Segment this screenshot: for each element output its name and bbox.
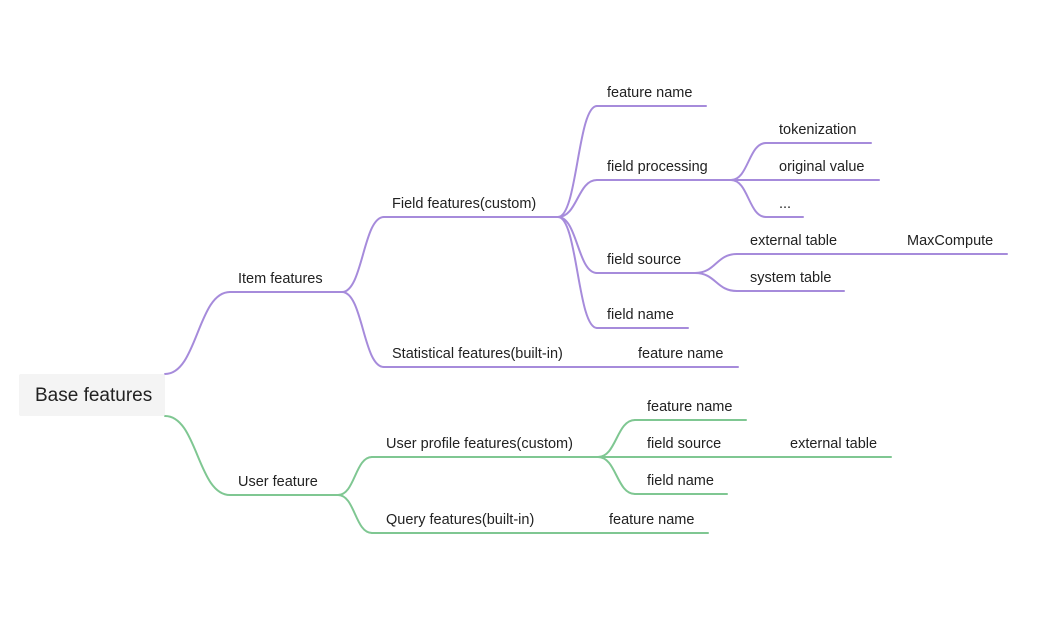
node-sf-feature-name[interactable]: feature name xyxy=(638,346,723,362)
node-up-field-source[interactable]: field source xyxy=(647,436,721,452)
node-user-feature[interactable]: User feature xyxy=(238,474,318,490)
edge-ff-field-source xyxy=(557,216,598,274)
node-up-field-name[interactable]: field name xyxy=(647,473,714,489)
edge-fp-tokenization xyxy=(730,142,767,181)
edge-fs-system xyxy=(694,272,738,292)
node-fp-original-value[interactable]: original value xyxy=(779,159,864,175)
edge-user-query xyxy=(337,494,373,534)
root-label: Base features xyxy=(35,385,152,406)
edge-root-item xyxy=(164,291,231,375)
node-up-external-table[interactable]: external table xyxy=(790,436,877,452)
edge-fs-external xyxy=(694,253,738,274)
edge-root-user xyxy=(164,415,231,496)
node-fp-ellipsis[interactable]: ... xyxy=(779,196,791,212)
edge-up-field-name xyxy=(597,456,636,495)
node-fs-system-table[interactable]: system table xyxy=(750,270,831,286)
node-user-profile-features[interactable]: User profile features(custom) xyxy=(386,436,573,452)
node-maxcompute[interactable]: MaxCompute xyxy=(907,233,993,249)
edge-ff-field-name xyxy=(557,216,598,329)
node-fs-external-table[interactable]: external table xyxy=(750,233,837,249)
node-ff-field-source[interactable]: field source xyxy=(607,252,681,268)
node-query-features[interactable]: Query features(built-in) xyxy=(386,512,534,528)
edge-ff-field-processing xyxy=(557,179,598,218)
edge-item-field xyxy=(341,216,385,293)
edge-ff-feature-name xyxy=(557,105,598,218)
edge-user-profile xyxy=(337,456,373,496)
node-fp-tokenization[interactable]: tokenization xyxy=(779,122,856,138)
root-node[interactable]: Base features xyxy=(19,374,165,416)
edges-layer xyxy=(164,105,1008,534)
edge-up-feature-name xyxy=(597,419,636,458)
node-ff-field-processing[interactable]: field processing xyxy=(607,159,708,175)
node-qf-feature-name[interactable]: feature name xyxy=(609,512,694,528)
node-ff-feature-name[interactable]: feature name xyxy=(607,85,692,101)
edge-fp-ellipsis xyxy=(730,179,767,218)
node-ff-field-name[interactable]: field name xyxy=(607,307,674,323)
node-statistical-features[interactable]: Statistical features(built-in) xyxy=(392,346,563,362)
node-up-feature-name[interactable]: feature name xyxy=(647,399,732,415)
edge-item-statistical xyxy=(341,291,385,368)
node-field-features[interactable]: Field features(custom) xyxy=(392,196,536,212)
node-item-features[interactable]: Item features xyxy=(238,271,323,287)
